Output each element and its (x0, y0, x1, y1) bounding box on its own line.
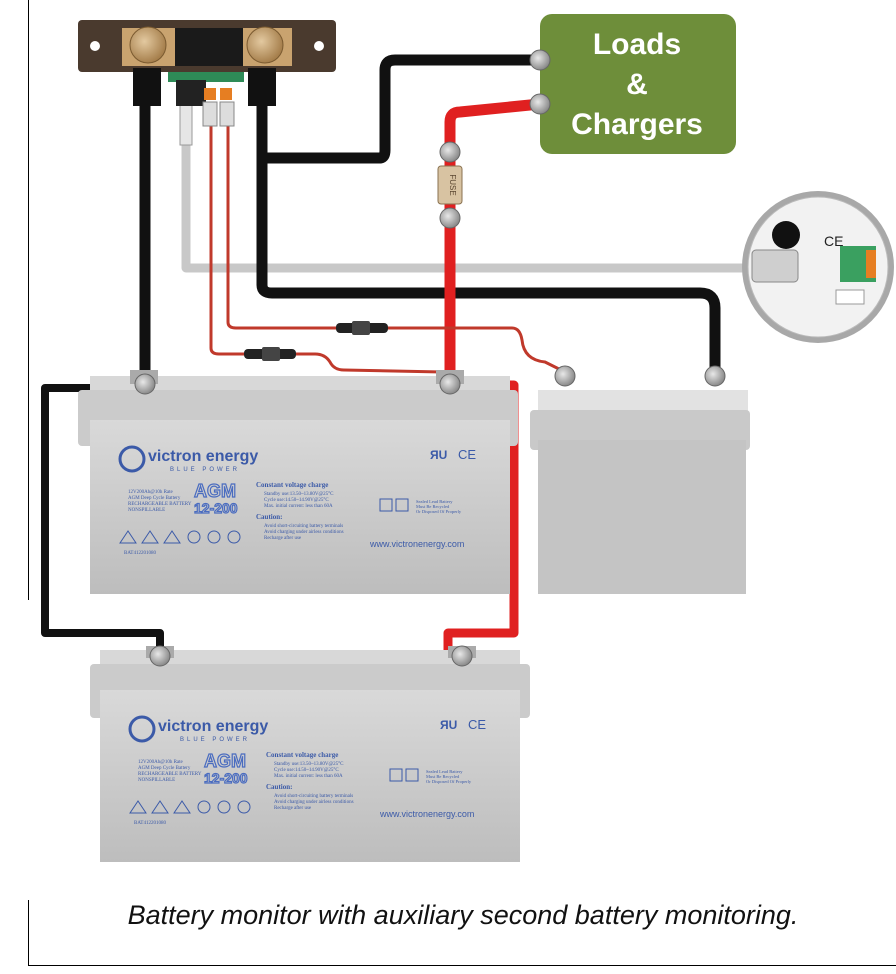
positive-cable-loads (444, 98, 541, 385)
frame-left-line (28, 0, 29, 600)
spec-line-2-lower: AGM Deep Cycle Battery (138, 766, 191, 771)
negative-cable-loads (256, 54, 540, 164)
brand-upper: victron energy (148, 448, 258, 465)
sense-wire-main (209, 120, 443, 374)
sense-wire-aux (226, 120, 566, 374)
monitor-ce-mark: CE (824, 233, 843, 249)
battery-lower: victron energy BLUE POWER 12V200Ah@10h R… (90, 645, 530, 862)
data-cable (181, 128, 745, 273)
inline-fuse-aux (336, 321, 388, 335)
battery-monitor: CE (742, 191, 894, 343)
loads-label-line3: Chargers (571, 108, 703, 141)
loads-label-line2: & (626, 68, 648, 101)
recycle-line-3-lower: Or Disposed Of Properly (426, 779, 472, 784)
negative-link-cable (41, 384, 164, 655)
fuse-label: FUSE (448, 174, 457, 195)
recycle-line-3-upper: Or Disposed Of Properly (416, 509, 462, 514)
battery-upper: victron energy BLUE POWER 12V200Ah@10h R… (78, 370, 518, 594)
caution-title-lower: Caution: (266, 783, 292, 791)
ce-mark-lower: CE (468, 717, 486, 732)
charge-line-3-lower: Max. initial current: less than 60A (274, 774, 343, 779)
loads-label-line1: Loads (593, 28, 681, 61)
brand-lower: victron energy (158, 718, 268, 735)
brand-sub-lower: BLUE POWER (180, 737, 250, 743)
recycle-line-2-lower: Must Be Recycled (426, 774, 460, 779)
aux-battery (530, 365, 750, 594)
website-upper: www.victronenergy.com (369, 539, 464, 549)
charge-line-2-upper: Cycle use:14.50~14.90V@25°C (264, 498, 329, 503)
frame-left-line-lower (28, 900, 29, 966)
caution-line-2-lower: Avoid charging under airless conditions (274, 800, 354, 805)
caution-line-1-lower: Avoid short-circuiting battery terminals (274, 794, 353, 799)
recycle-line-1-upper: Sealed Lead Battery (416, 499, 453, 504)
charge-title-upper: Constant voltage charge (256, 481, 328, 489)
recycle-line-1-lower: Sealed Lead Battery (426, 769, 463, 774)
part-no-lower: BAT412201080 (134, 821, 166, 826)
recycle-line-2-upper: Must Be Recycled (416, 504, 450, 509)
charge-line-1-lower: Standby use:13.50~13.80V@25°C (274, 762, 344, 767)
caution-line-3-upper: Recharge after use (264, 536, 302, 541)
spec-line-2-upper: AGM Deep Cycle Battery (128, 496, 181, 501)
model-lower: 12-200 (204, 770, 248, 786)
frame-bottom-line (28, 965, 896, 966)
ul-mark-lower: ЯU (440, 718, 457, 732)
spec-line-3-upper: RECHARGEABLE BATTERY (128, 502, 192, 507)
model-upper: 12-200 (194, 500, 238, 516)
ul-mark-upper: ЯU (430, 448, 447, 462)
spec-line-4-lower: NONSPILLABLE (138, 778, 175, 783)
agm-lower: AGM (204, 751, 246, 771)
data-cable-connector (179, 99, 193, 146)
diagram-caption: Battery monitor with auxiliary second ba… (127, 900, 799, 930)
part-no-upper: BAT412201080 (124, 551, 156, 556)
charge-title-lower: Constant voltage charge (266, 751, 338, 759)
shunt (78, 20, 336, 127)
spec-line-3-lower: RECHARGEABLE BATTERY (138, 772, 202, 777)
brand-sub-upper: BLUE POWER (170, 467, 240, 473)
caution-line-2-upper: Avoid charging under airless conditions (264, 530, 344, 535)
spec-line-4-upper: NONSPILLABLE (128, 508, 165, 513)
caution-line-3-lower: Recharge after use (274, 806, 312, 811)
main-fuse: FUSE (437, 141, 463, 229)
charge-line-1-upper: Standby use:13.50~13.80V@25°C (264, 492, 334, 497)
spec-line-1-upper: 12V200Ah@10h Rate (128, 490, 174, 495)
loads-chargers-box: Loads & Chargers (529, 14, 736, 154)
caution-title-upper: Caution: (256, 513, 282, 521)
spec-line-1-lower: 12V200Ah@10h Rate (138, 760, 184, 765)
agm-upper: AGM (194, 481, 236, 501)
website-lower: www.victronenergy.com (379, 809, 474, 819)
ce-mark-upper: CE (458, 447, 476, 462)
negative-cable-aux-battery (256, 90, 721, 372)
caution-line-1-upper: Avoid short-circuiting battery terminals (264, 524, 343, 529)
inline-fuse-main (244, 347, 296, 361)
charge-line-2-lower: Cycle use:14.50~14.90V@25°C (274, 768, 339, 773)
charge-line-3-upper: Max. initial current: less than 60A (264, 504, 333, 509)
